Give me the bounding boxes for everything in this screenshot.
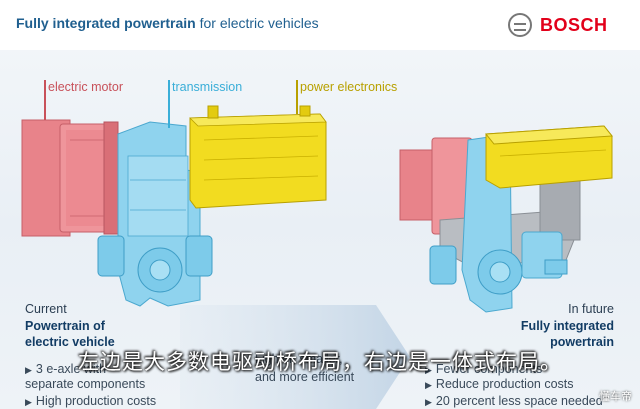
transmission-leader-line <box>168 80 170 128</box>
triangle-right-icon: ▶ <box>25 397 32 407</box>
future-bullet-3-text: 20 percent less space needed <box>435 394 603 408</box>
triangle-right-icon: ▶ <box>25 365 32 375</box>
power-electronics-left <box>189 105 327 209</box>
slide-header: Fully integrated powertrain for electric… <box>0 0 640 50</box>
current-bullet-1-cont-text: separate components <box>25 377 146 391</box>
future-label: In future <box>568 302 614 316</box>
bosch-armature-logo-icon <box>508 13 532 37</box>
slide-title-bold: Fully integrated powertrain <box>16 15 196 31</box>
future-bullet-1: ▶Fewer components <box>425 362 542 376</box>
brand-logo: BOSCH <box>508 13 608 37</box>
current-label: Current <box>25 302 67 316</box>
current-bullet-2: ▶High production costs <box>25 394 156 408</box>
triangle-right-icon: ▶ <box>425 397 432 407</box>
current-title: Powertrain of electric vehicle <box>25 318 115 350</box>
future-bullet-2-text: Reduce production costs <box>435 377 574 391</box>
electric-motor-left <box>21 119 119 237</box>
label-transmission: transmission <box>172 80 243 94</box>
triangle-right-icon: ▶ <box>425 365 432 375</box>
center-bullet-1-text: Lighter, smaller, <box>255 352 343 366</box>
triangle-right-icon: ▶ <box>425 380 432 390</box>
powertrain-illustration <box>21 105 613 313</box>
current-powertrain-drawing <box>21 105 327 307</box>
transition-arrow <box>180 305 410 409</box>
watermark: 懂车帝 <box>599 391 632 403</box>
motor-leader-line <box>44 80 46 120</box>
electric-motor-right <box>399 137 473 235</box>
current-title-line1: Powertrain of <box>25 319 105 333</box>
current-bullet-1-text: 3 e-axle with <box>35 362 107 376</box>
future-title: Fully integrated powertrain <box>521 318 614 350</box>
label-electric-motor: electric motor <box>48 80 124 94</box>
subtitle-overlay: 左边是大多数电驱动桥布局，右边是一体式布局。 <box>0 342 640 380</box>
transmission-left <box>97 121 213 307</box>
current-bullet-1-cont: separate components <box>25 377 145 391</box>
current-bullet-1: ▶3 e-axle with <box>25 362 106 376</box>
power-leader-line <box>296 80 298 114</box>
power-electronics-right <box>485 125 613 189</box>
slide-title-rest: for electric vehicles <box>195 15 319 31</box>
future-bullet-3: ▶20 percent less space needed <box>425 394 603 408</box>
integrated-powertrain-drawing <box>399 125 613 313</box>
center-bullet-1: Lighter, smaller, <box>255 352 343 366</box>
center-bullet-2-text: and more efficient <box>255 370 355 384</box>
center-bullet-2: and more efficient <box>255 370 354 384</box>
slide-title: Fully integrated powertrain for electric… <box>16 15 319 31</box>
brand-name: BOSCH <box>540 14 608 35</box>
future-bullet-1-text: Fewer components <box>435 362 543 376</box>
label-power-electronics: power electronics <box>300 80 398 94</box>
future-title-line1: Fully integrated <box>520 319 614 333</box>
subtitle-text: 左边是大多数电驱动桥布局，右边是一体式布局。 <box>78 351 562 374</box>
future-bullet-2: ▶Reduce production costs <box>425 377 574 391</box>
current-bullet-2-text: High production costs <box>35 394 157 408</box>
current-title-line2: electric vehicle <box>25 335 115 349</box>
future-title-line2: powertrain <box>550 335 614 349</box>
